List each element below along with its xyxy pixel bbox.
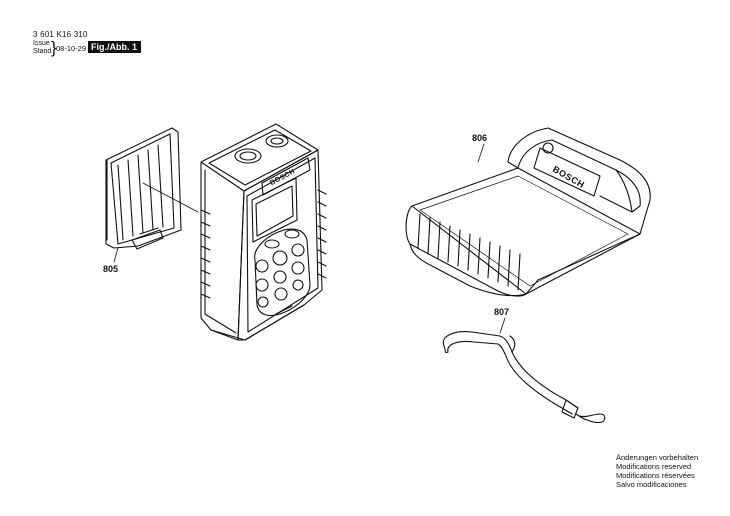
issue-date: 08-10-29 xyxy=(56,44,87,53)
leader-line-807 xyxy=(499,317,506,334)
callout-806: 806 xyxy=(472,133,488,143)
pouch-illustration xyxy=(405,127,651,297)
note-de: Änderungen vorbehalten xyxy=(616,453,699,462)
header-brace: } xyxy=(51,38,57,57)
leader-line-805 xyxy=(142,182,199,213)
note-fr: Modifications réservées xyxy=(616,471,695,480)
callout-807: 807 xyxy=(494,307,510,317)
battery-cover-illustration xyxy=(105,127,182,250)
callout-805: 805 xyxy=(103,264,119,274)
figure-label: Fig./Abb. 1 xyxy=(88,41,141,53)
modification-notes: Änderungen vorbehalten Modifications res… xyxy=(616,453,698,489)
note-es: Salvo modificaciones xyxy=(616,480,687,489)
issue-stand-labels: Issue Stand xyxy=(33,40,51,56)
wrist-strap-illustration xyxy=(442,331,606,424)
leader-line-805-label xyxy=(113,247,119,263)
stand-label: Stand xyxy=(33,48,52,55)
leader-line-806 xyxy=(477,143,485,163)
range-finder-illustration xyxy=(200,123,327,341)
part-number: 3 601 K16 310 xyxy=(33,30,88,39)
issue-label: Issue xyxy=(33,40,50,47)
note-en: Modifications reserved xyxy=(616,462,692,471)
